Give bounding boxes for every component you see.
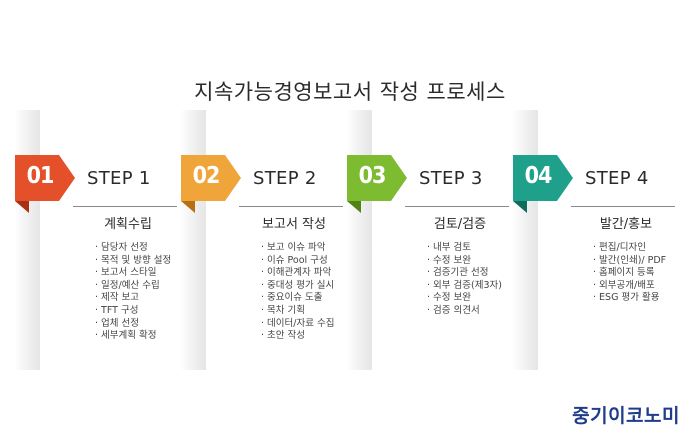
list-item: 중대성 평가 실시 [261, 280, 361, 293]
list-item: 발간(인쇄)/ PDF [593, 255, 693, 268]
list-item: 목적 및 방향 설정 [95, 255, 195, 268]
step-2-badge: 02 [181, 155, 243, 213]
list-item: 수정 보완 [427, 292, 527, 305]
list-item: 수정 보완 [427, 255, 527, 268]
step-2-item-list: 보고 이슈 파악 이슈 Pool 구성 이해관계자 파악 중대성 평가 실시 중… [261, 242, 361, 343]
step-4-item-list: 편집/디자인 발간(인쇄)/ PDF 홈페이지 등록 외부공개/배포 ESG 평… [593, 242, 693, 305]
step-2-label: STEP 2 [253, 168, 317, 189]
step-4-underline [571, 206, 675, 207]
list-item: 목차 기획 [261, 305, 361, 318]
step-1-underline [73, 206, 177, 207]
step-2-heading: 보고서 작성 [262, 217, 326, 232]
list-item: 업체 선정 [95, 318, 195, 331]
list-item: 보고 이슈 파악 [261, 242, 361, 255]
step-2-underline [239, 206, 343, 207]
list-item: 일정/예산 수립 [95, 280, 195, 293]
list-item: 중요이슈 도출 [261, 292, 361, 305]
step-3-item-list: 내부 검토 수정 보완 검증기관 선정 외부 검증(제3자) 수정 보완 검증 … [427, 242, 527, 318]
list-item: 제작 보고 [95, 292, 195, 305]
step-1-label: STEP 1 [87, 168, 151, 189]
list-item: 검증기관 선정 [427, 267, 527, 280]
list-item: 편집/디자인 [593, 242, 693, 255]
list-item: 이해관계자 파악 [261, 267, 361, 280]
column-divider-4 [512, 110, 538, 370]
list-item: 홈페이지 등록 [593, 267, 693, 280]
list-item: 외부공개/배포 [593, 280, 693, 293]
step-2-number: 02 [192, 163, 221, 189]
step-3-badge: 03 [347, 155, 409, 213]
step-1-number: 01 [26, 163, 55, 189]
step-3-underline [405, 206, 509, 207]
list-item: 이슈 Pool 구성 [261, 255, 361, 268]
step-1-badge: 01 [15, 155, 77, 213]
step-4-label: STEP 4 [585, 168, 649, 189]
list-item: 데이터/자료 수집 [261, 318, 361, 331]
list-item: 검증 의견서 [427, 305, 527, 318]
step-3-number: 03 [358, 163, 387, 189]
page-title: 지속가능경영보고서 작성 프로세스 [194, 80, 506, 104]
list-item: 외부 검증(제3자) [427, 280, 527, 293]
step-3-heading: 검토/검증 [433, 217, 487, 232]
brand-logo: 중기이코노미 [572, 405, 680, 427]
step-4-heading: 발간/홍보 [599, 217, 653, 232]
list-item: TFT 구성 [95, 305, 195, 318]
list-item: 내부 검토 [427, 242, 527, 255]
step-1-heading: 계획수립 [104, 217, 152, 232]
step-4-badge: 04 [513, 155, 575, 213]
step-4-number: 04 [524, 163, 553, 189]
column-divider-1 [14, 110, 40, 370]
list-item: 보고서 스타일 [95, 267, 195, 280]
step-1-item-list: 담당자 선정 목적 및 방향 설정 보고서 스타일 일정/예산 수립 제작 보고… [95, 242, 195, 343]
list-item: 담당자 선정 [95, 242, 195, 255]
step-3-label: STEP 3 [419, 168, 483, 189]
list-item: 세부계획 확정 [95, 330, 195, 343]
list-item: ESG 평가 활용 [593, 292, 693, 305]
list-item: 초안 작성 [261, 330, 361, 343]
